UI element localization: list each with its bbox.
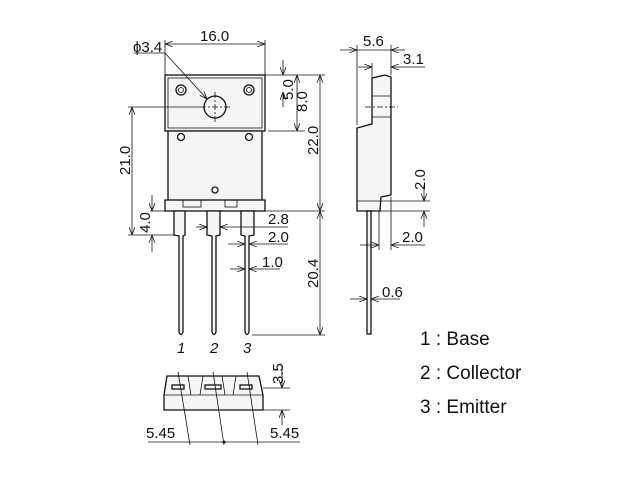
ejector-mark-icon [243,84,255,96]
dim-hole-to-leads: 21.0 [117,146,134,175]
package-foot [164,199,266,212]
dim-lead-thickness: 0.6 [382,284,403,301]
pin-legend: 1 : Base 2 : Collector 3 : Emitter [420,329,522,418]
lead-3 [240,210,255,336]
ejector-mark-inner [178,87,184,93]
tab-inner-outline [167,77,263,129]
dim-lead-length: 20.4 [305,259,322,288]
dim-lead-shoulder: 4.0 [137,212,154,233]
pitch-line [212,371,225,446]
leads [173,210,255,336]
dim-lead-mid: 2.0 [268,229,289,246]
lead-1 [173,210,186,336]
dim-tab-height: 8.0 [294,91,311,112]
dim-thickness: 5.6 [363,33,384,50]
front-view: 1 2 3 16.0 ϕ3.4 5.0 8.0 22.0 20.4 21.0 4… [117,28,325,357]
pitch-center-dot [222,440,226,444]
ejector-mark-icon [175,84,187,96]
dim-body-height: 22.0 [305,126,322,155]
lead-section-1 [171,384,185,390]
ejector-mark-inner [246,87,252,93]
dim-step-height: 2.0 [412,169,429,190]
legend-pin-2: 2 : Collector [420,363,522,384]
pin-number-2: 2 [209,340,219,357]
legend-pin-3: 3 : Emitter [420,397,507,418]
pitch-line [177,371,191,446]
lead-section-3 [239,384,253,390]
side-body [356,74,392,212]
bottom-view: 3.5 5.45 5.45 [146,363,300,446]
side-view: 5.6 3.1 2.0 2.0 0.6 [340,33,430,335]
leader-line [164,52,207,99]
dim-hole-diameter: ϕ3.4 [133,39,162,56]
lead-2 [206,210,221,336]
body-mark-icon [176,132,186,142]
body-mark-icon [244,132,254,142]
package-tab [164,74,266,132]
dim-bottom-height: 3.5 [270,363,287,384]
bottom-detail-lines [187,375,237,396]
foot-notch [224,199,238,208]
dim-tab-thickness: 3.1 [403,51,424,68]
pin-number-3: 3 [243,340,252,357]
pin-number-1: 1 [177,340,185,357]
dim-lead-thin: 1.0 [262,254,283,271]
dim-step-width: 2.0 [402,229,423,246]
body-mark-icon [211,186,219,194]
side-lead [366,210,372,335]
dim-hole-offset: 5.0 [280,79,297,100]
dim-pitch-right: 5.45 [270,425,299,442]
dim-pitch-left: 5.45 [146,425,175,442]
dim-width: 16.0 [200,28,229,45]
package-body [167,130,263,203]
lead-section-2 [204,384,222,390]
legend-pin-1: 1 : Base [420,329,490,350]
dim-lead-wide: 2.8 [268,211,289,228]
foot-notch [182,199,202,208]
pitch-line [246,371,259,446]
